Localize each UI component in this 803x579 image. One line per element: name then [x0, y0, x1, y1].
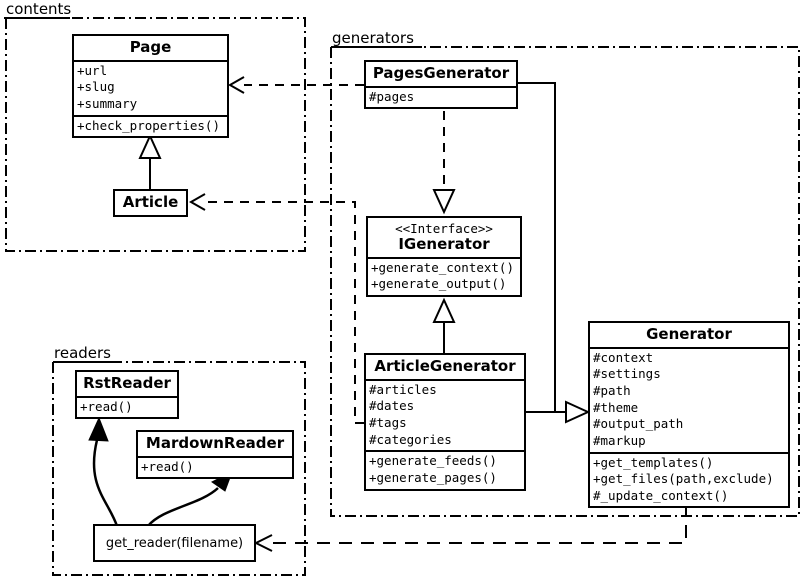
operation-item: +read() — [141, 458, 194, 474]
class-operations-rstreader: +read() — [77, 395, 177, 418]
edge-getreader-to-rstreader-curve — [92, 439, 119, 527]
curved-arrowhead-rstreader — [88, 416, 109, 442]
class-box-mardownreader[interactable]: MardownReader +read() — [136, 430, 294, 480]
realization-arrowhead-igenerator — [432, 189, 456, 215]
class-stereotype-igenerator: <<Interface>> — [395, 221, 493, 236]
operation-item: +check_properties() — [77, 117, 220, 133]
aggregation-arrowhead-generator — [565, 400, 591, 424]
function-label-get-reader: get_reader(filename) — [105, 535, 244, 551]
class-box-pagesgenerator[interactable]: PagesGenerator #pages — [364, 60, 518, 110]
function-box-get-reader[interactable]: get_reader(filename) — [93, 524, 256, 562]
attribute-item: #markup — [593, 432, 646, 448]
class-box-articlegenerator[interactable]: ArticleGenerator #articles #dates #tags … — [364, 353, 526, 491]
operation-item: +generate_output() — [371, 276, 507, 292]
package-frame-contents — [5, 17, 306, 252]
class-box-rstreader[interactable]: RstReader +read() — [75, 370, 179, 420]
operation-item: +generate_feeds() — [369, 453, 497, 469]
dependency-arrowhead-page — [227, 76, 245, 94]
attribute-item: #dates — [369, 398, 415, 414]
edge-generator-to-getreader-line — [272, 503, 687, 544]
attribute-item: +url — [77, 62, 108, 78]
generalization-arrowhead-page — [138, 133, 162, 159]
class-name-article: Article — [122, 193, 179, 211]
class-box-generator[interactable]: Generator #context #settings #path #them… — [588, 321, 790, 509]
attribute-item: #settings — [593, 366, 661, 382]
package-frame-readers — [52, 361, 306, 576]
class-name-rstreader: RstReader — [83, 374, 171, 392]
package-label-generators: generators — [332, 29, 414, 47]
class-operations-mardownreader: +read() — [138, 455, 292, 478]
operation-item: +get_files(path,exclude) — [593, 471, 774, 487]
edge-getreader-to-mardownreader-curve — [147, 487, 219, 527]
attribute-item: +summary — [77, 96, 138, 112]
attribute-item: #tags — [369, 415, 407, 431]
class-name-pagesgenerator: PagesGenerator — [372, 64, 510, 82]
operation-item: +generate_context() — [371, 259, 514, 275]
class-name-page: Page — [129, 38, 172, 56]
class-attributes-generator: #context #settings #path #theme #output_… — [590, 346, 788, 452]
class-attributes-pagesgenerator: #pages — [366, 85, 516, 108]
class-operations-articlegenerator: +generate_feeds() +generate_pages() — [366, 450, 524, 488]
operation-item: +read() — [80, 398, 133, 414]
class-name-text-igenerator: IGenerator — [398, 235, 490, 253]
attribute-item: #pages — [369, 88, 415, 104]
class-name-articlegenerator: ArticleGenerator — [374, 357, 516, 375]
class-operations-igenerator: +generate_context() +generate_output() — [368, 256, 520, 295]
class-box-article[interactable]: Article — [113, 189, 188, 217]
attribute-item: +slug — [77, 79, 115, 95]
class-attributes-articlegenerator: #articles #dates #tags #categories — [366, 378, 524, 451]
generalization-arrowhead-igenerator — [432, 297, 456, 323]
dependency-arrowhead-article — [188, 193, 206, 211]
class-operations-page: +check_properties() — [74, 114, 227, 137]
package-label-readers: readers — [54, 344, 111, 362]
operation-item: +get_templates() — [593, 454, 714, 470]
class-operations-generator: +get_templates() +get_files(path,exclude… — [590, 451, 788, 507]
attribute-item: #theme — [593, 399, 639, 415]
class-name-mardownreader: MardownReader — [145, 434, 285, 452]
attribute-item: #articles — [369, 381, 437, 397]
class-attributes-page: +url +slug +summary — [74, 59, 227, 115]
attribute-item: #context — [593, 349, 654, 365]
package-label-contents: contents — [6, 0, 72, 18]
attribute-item: #output_path — [593, 416, 684, 432]
attribute-item: #categories — [369, 431, 452, 447]
class-name-generator: Generator — [646, 325, 732, 343]
class-name-igenerator: <<Interface>> IGenerator — [368, 218, 520, 257]
operation-item: +generate_pages() — [369, 469, 497, 485]
class-box-igenerator[interactable]: <<Interface>> IGenerator +generate_conte… — [366, 216, 522, 298]
dependency-arrowhead-getreader — [253, 534, 273, 552]
operation-item: #_update_context() — [593, 487, 729, 503]
class-box-page[interactable]: Page +url +slug +summary +check_properti… — [72, 34, 229, 139]
edge-articlegenerator-to-article-line — [205, 201, 364, 424]
attribute-item: #path — [593, 383, 631, 399]
